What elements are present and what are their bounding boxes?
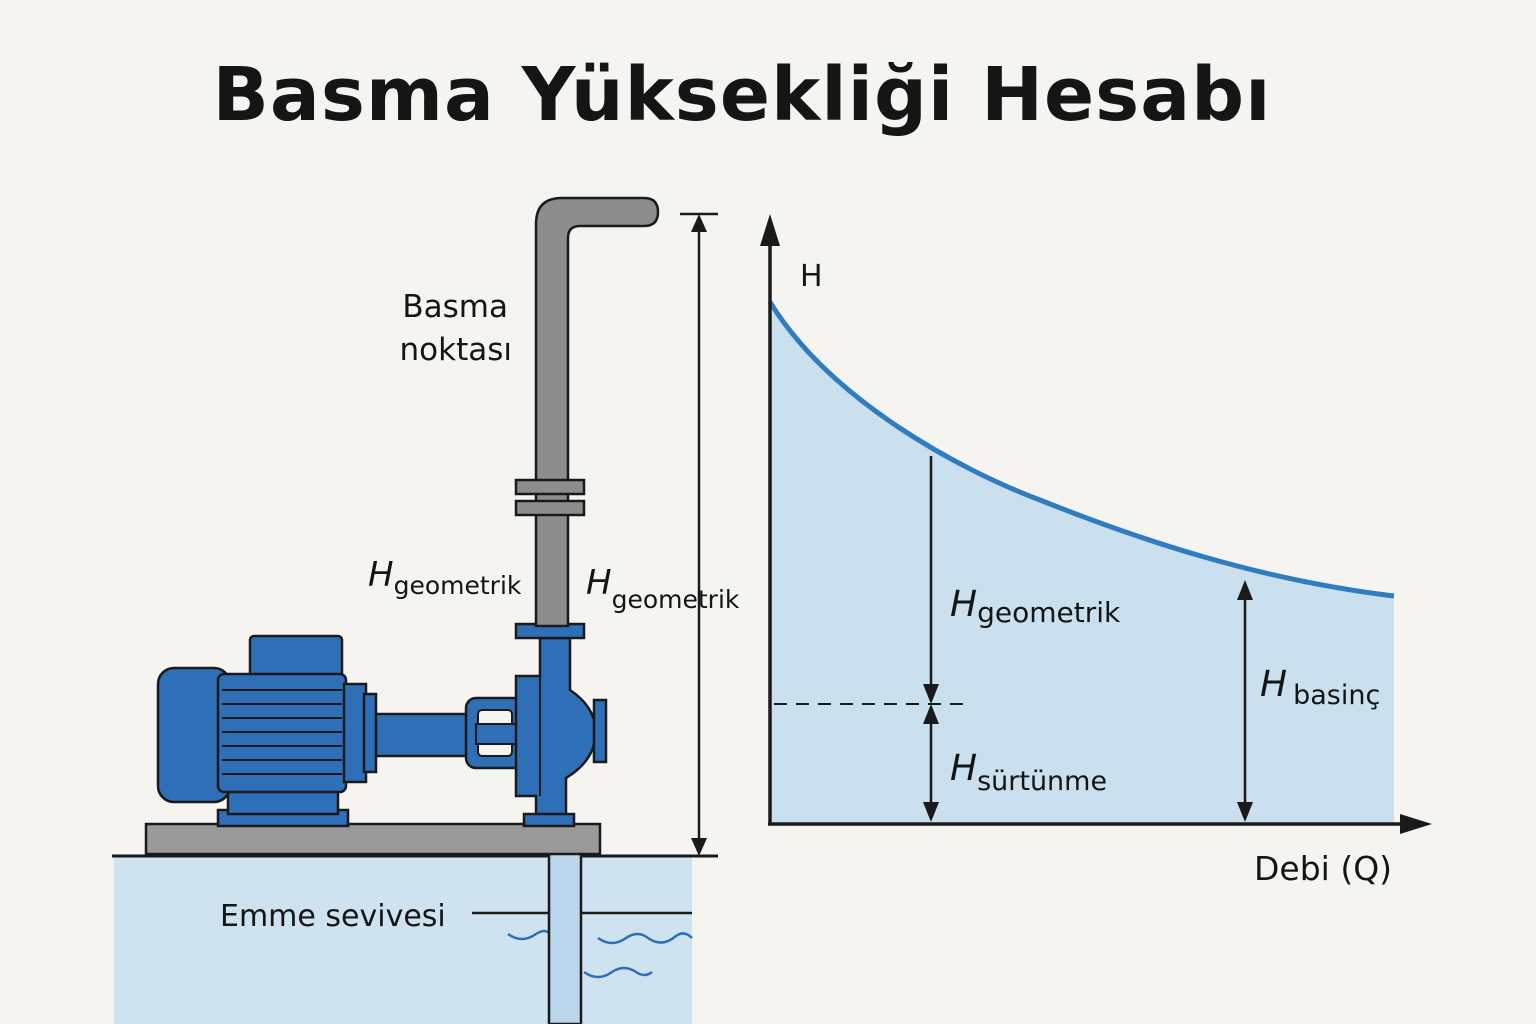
pressure-head-arrow: [1237, 580, 1253, 822]
page-title: Basma Yüksekliği Hesabı: [212, 52, 1272, 138]
pump-casing: [514, 636, 598, 818]
motor-cooling-fins: [222, 689, 342, 775]
friction-subscript: sürtünme: [977, 766, 1107, 797]
h-symbol: H: [950, 748, 977, 789]
h-symbol: H: [1260, 664, 1287, 705]
geometric-head-arrow: [923, 456, 939, 704]
h-symbol: H: [586, 563, 612, 603]
suction-tank: [114, 856, 692, 1024]
pump-curve: [767, 300, 1395, 599]
discharge-pipe: [534, 196, 660, 628]
h-friction-label: Hsürtünme: [950, 748, 1107, 797]
motor-end-cap: [342, 682, 368, 784]
x-axis-arrow: [1400, 814, 1432, 834]
geometric-subscript: geometrik: [612, 585, 740, 614]
motor-end-cap-inner: [362, 692, 378, 774]
h-geometric-label-left: Hgeometrik: [368, 555, 522, 600]
curve-fill-area: [770, 302, 1394, 824]
h-symbol: H: [368, 555, 394, 595]
pipe-flange-upper: [514, 478, 586, 496]
friction-head-arrow: [923, 704, 939, 822]
suction-level-label: Emme sevivesi: [220, 899, 446, 934]
h-symbol: H: [950, 584, 977, 625]
pressure-subscript: basinç: [1293, 680, 1380, 711]
geometric-subscript: geometrik: [394, 571, 522, 600]
discharge-point-label-2: noktası: [400, 332, 512, 368]
pipe-flange-lower: [514, 499, 586, 517]
pump-foot: [522, 812, 576, 828]
discharge-point-label: Basma: [402, 289, 508, 325]
motor-terminal-box: [248, 634, 344, 680]
total-height-dimension: [680, 212, 718, 856]
y-axis-arrow: [760, 214, 780, 246]
pump-shaft: [374, 712, 478, 758]
h-geometric-label-chart: Hgeometrik: [950, 584, 1121, 629]
water-waves: [507, 929, 693, 979]
x-axis-label: Debi (Q): [1254, 849, 1392, 888]
geometric-subscript: geometrik: [977, 596, 1121, 629]
pump-installation: Basma noktası Hgeometrik Hgeometrik Emme…: [112, 196, 740, 1024]
h-geometric-label-right: Hgeometrik: [586, 563, 740, 614]
coupling-shaft: [475, 723, 517, 745]
suction-pipe: [547, 850, 583, 1024]
y-axis-label: H: [800, 259, 823, 294]
base-plate: [144, 822, 602, 856]
pump-discharge-flange: [592, 698, 608, 764]
